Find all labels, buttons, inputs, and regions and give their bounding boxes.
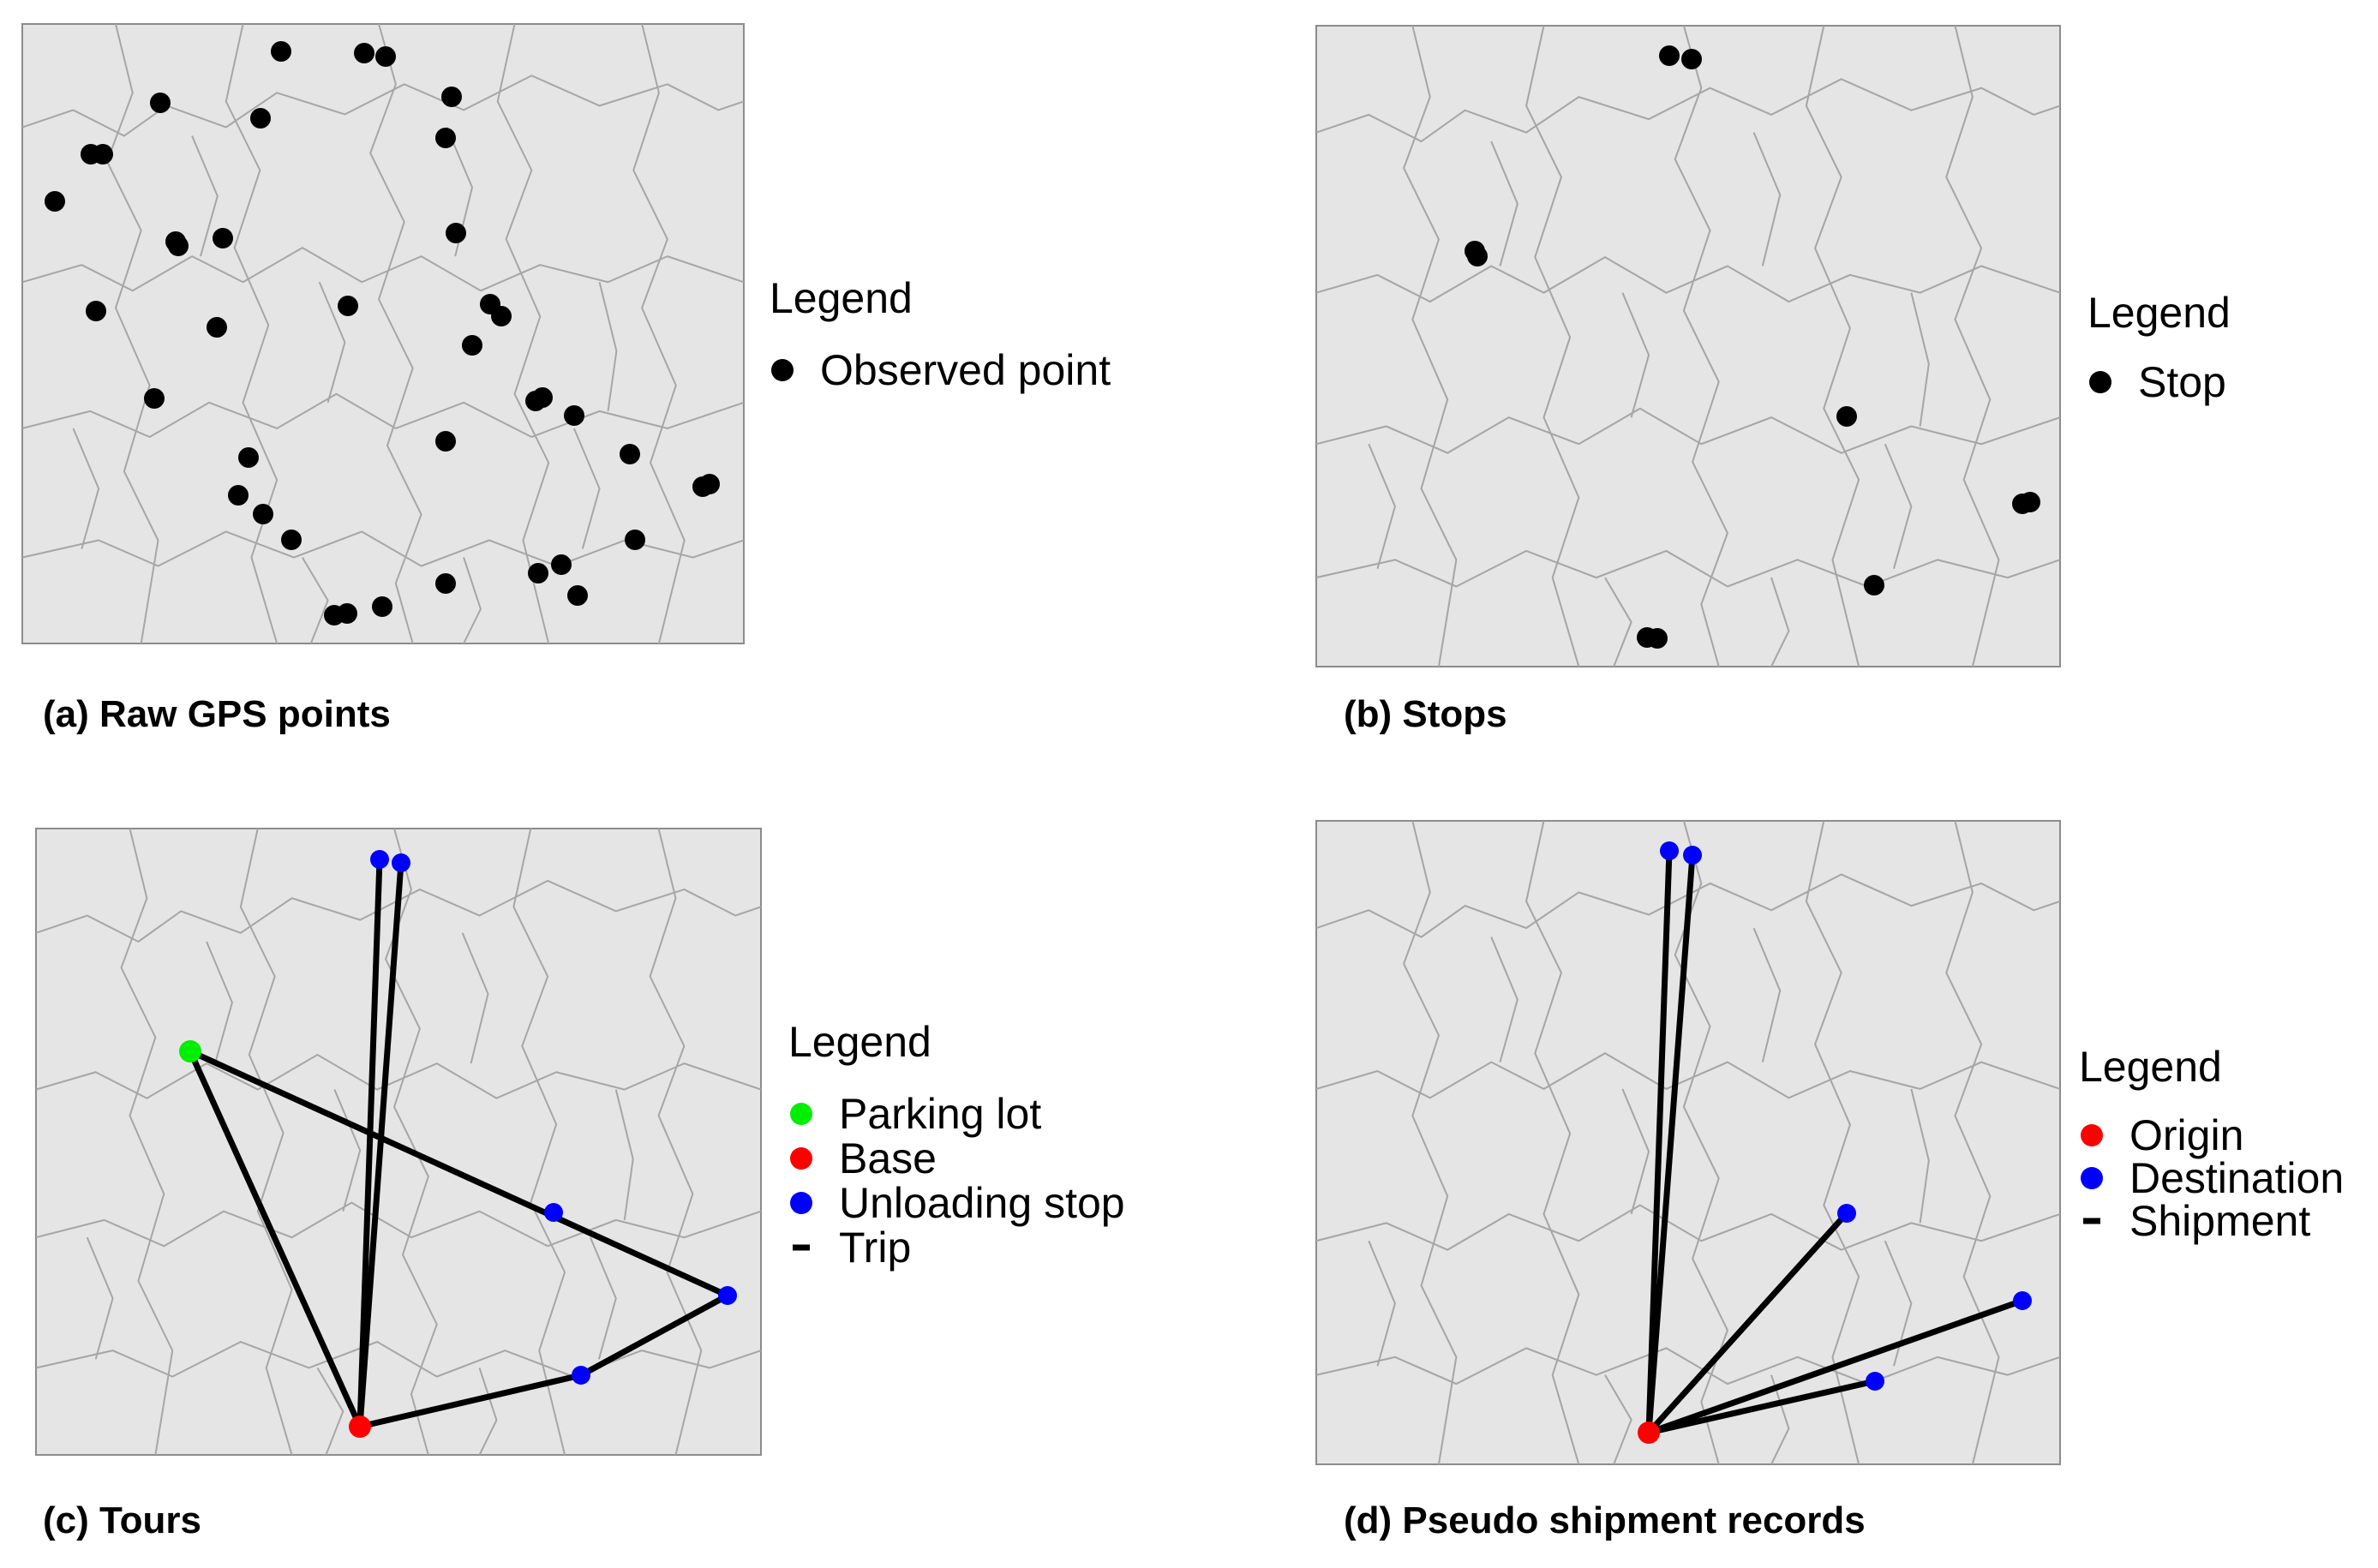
observed-point — [338, 296, 358, 316]
observed-point — [250, 108, 271, 129]
unloading-stop-marker — [718, 1286, 737, 1305]
legend-swatch — [2089, 371, 2111, 393]
destination-marker — [2013, 1291, 2032, 1310]
stop-point — [1467, 246, 1488, 266]
legend-label: Stop — [2138, 358, 2226, 406]
legend-swatch — [790, 1192, 812, 1214]
shipment-line — [1645, 850, 1673, 1433]
observed-point — [491, 306, 512, 326]
legend-label: Trip — [839, 1224, 911, 1272]
trip-line — [359, 1372, 582, 1430]
observed-point — [213, 228, 233, 248]
observed-point — [337, 603, 357, 624]
legend-label: Shipment — [2129, 1197, 2310, 1245]
destination-marker — [1660, 841, 1679, 860]
legend-swatch — [771, 359, 794, 381]
observed-point — [567, 585, 588, 606]
panel-caption-a: (a) Raw GPS points — [43, 693, 391, 735]
legend-swatch — [2081, 1167, 2103, 1189]
observed-point — [253, 504, 273, 524]
stop-point — [2020, 492, 2040, 512]
observed-point — [551, 554, 572, 575]
panel-caption-c: (c) Tours — [43, 1499, 201, 1541]
stop-point — [1864, 575, 1884, 595]
panel-caption-d: (d) Pseudo shipment records — [1344, 1499, 1866, 1541]
observed-point — [168, 236, 189, 256]
legend-label: Unloading stop — [839, 1179, 1125, 1227]
stop-point — [1681, 49, 1702, 69]
observed-point — [446, 223, 466, 243]
legend-label: Parking lot — [839, 1090, 1041, 1138]
unloading-stop-marker — [392, 853, 410, 872]
legend-title: Legend — [770, 274, 913, 322]
destination-marker — [1837, 1204, 1856, 1223]
unloading-stop-marker — [572, 1366, 590, 1385]
observed-point — [625, 530, 645, 550]
map-d — [1315, 820, 2061, 1465]
destination-marker — [1683, 846, 1702, 865]
legend-swatch — [2081, 1124, 2103, 1146]
legend-label: Base — [839, 1134, 937, 1182]
observed-point — [207, 317, 227, 338]
observed-point — [564, 405, 584, 426]
legend-title: Legend — [2079, 1043, 2222, 1091]
observed-point — [699, 474, 720, 494]
observed-point — [372, 596, 392, 617]
stop-point — [1836, 406, 1857, 427]
parking-lot-marker — [179, 1040, 201, 1062]
observed-point — [93, 144, 113, 165]
observed-point — [150, 93, 171, 113]
legend-swatch — [790, 1147, 812, 1170]
observed-point — [238, 447, 259, 468]
observed-point — [375, 46, 396, 67]
observed-point — [45, 191, 65, 212]
observed-point — [435, 128, 456, 148]
trip-line — [187, 1050, 363, 1428]
trip-line — [356, 859, 383, 1427]
origin-marker — [1638, 1421, 1660, 1444]
observed-point — [86, 301, 106, 321]
unloading-stop-marker — [370, 850, 389, 869]
base-marker — [349, 1415, 371, 1438]
map-c — [35, 828, 762, 1456]
panel-caption-b: (b) Stops — [1344, 693, 1507, 735]
observed-point — [532, 387, 553, 408]
observed-point — [281, 530, 302, 550]
observed-point — [620, 444, 640, 464]
observed-point — [441, 87, 462, 107]
observed-point — [228, 485, 249, 506]
map-a — [21, 23, 745, 644]
observed-point — [528, 563, 548, 584]
legend-label: Observed point — [820, 346, 1111, 394]
trip-line — [189, 1048, 729, 1299]
observed-point — [354, 43, 374, 63]
shipment-line — [1648, 1378, 1876, 1436]
destination-marker — [1866, 1372, 1884, 1391]
shipment-line — [1647, 1297, 2024, 1436]
observed-point — [462, 335, 482, 356]
observed-point — [435, 431, 456, 452]
legend-title: Legend — [2087, 289, 2231, 337]
stop-point — [1647, 628, 1668, 649]
legend-label: Destination — [2129, 1154, 2344, 1202]
shipment-line — [1646, 1211, 1849, 1435]
legend-swatch — [790, 1103, 812, 1125]
map-b — [1315, 25, 2061, 667]
shipment-line — [1645, 854, 1696, 1433]
observed-point — [144, 388, 165, 409]
trip-line — [579, 1292, 729, 1379]
legend-title: Legend — [788, 1018, 931, 1066]
unloading-stop-marker — [544, 1203, 563, 1222]
trip-line — [356, 862, 404, 1427]
stop-point — [1659, 45, 1680, 66]
legend-label: Origin — [2129, 1111, 2243, 1159]
observed-point — [271, 41, 291, 62]
observed-point — [435, 573, 456, 594]
